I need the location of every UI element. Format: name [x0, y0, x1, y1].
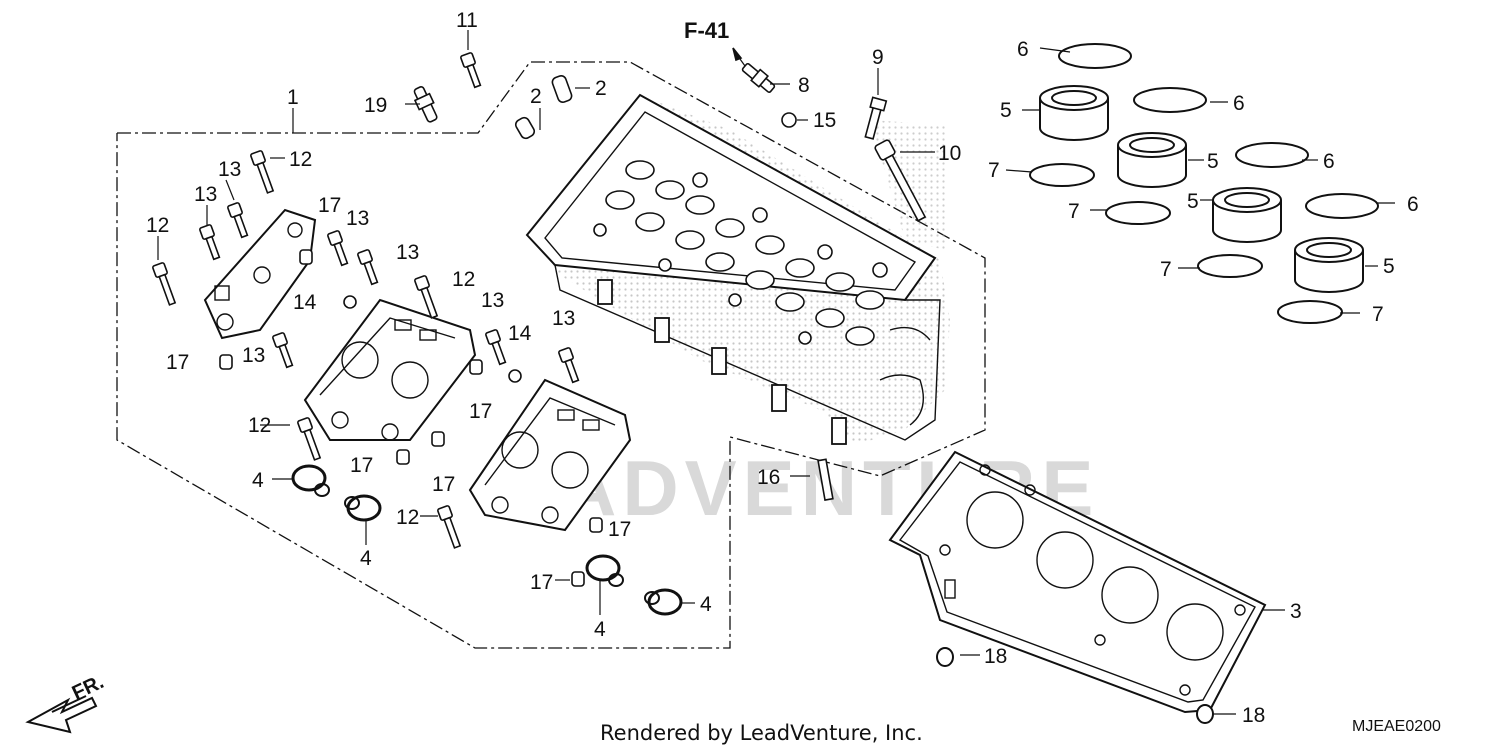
callout-17: 17: [166, 351, 189, 374]
callout-3: 3: [1290, 600, 1302, 623]
callout-7: 7: [1068, 200, 1080, 223]
callout-12: 12: [289, 148, 312, 171]
part-callouts: 1 2 2 3 4 4 4 4 5 5 5 5 6 6 6 6 7 7 7 7 …: [146, 9, 1419, 727]
head-gasket: [888, 450, 1267, 724]
callout-4: 4: [594, 618, 606, 641]
callout-9: 9: [872, 46, 884, 69]
front-direction-arrow-icon: FR.: [25, 671, 107, 734]
callout-18: 18: [1242, 704, 1265, 727]
callout-12: 12: [396, 506, 419, 529]
o-rings: [291, 464, 683, 616]
callout-6: 6: [1407, 193, 1419, 216]
credit-text: Rendered by LeadVenture, Inc.: [600, 721, 923, 745]
insulator-clamps: [1029, 43, 1379, 324]
callout-4: 4: [360, 547, 372, 570]
callout-4: 4: [252, 469, 264, 492]
callout-1: 1: [287, 86, 299, 109]
callout-5: 5: [1207, 150, 1219, 173]
reference-label: F-41: [684, 18, 729, 43]
callout-10: 10: [938, 142, 961, 165]
callout-13: 13: [481, 289, 504, 312]
camshaft-holder-small: [203, 208, 317, 340]
callout-12: 12: [248, 414, 271, 437]
callout-17: 17: [469, 400, 492, 423]
callout-7: 7: [988, 159, 1000, 182]
callout-6: 6: [1323, 150, 1335, 173]
diagram-code: MJEAE0200: [1352, 718, 1441, 735]
callout-17: 17: [530, 571, 553, 594]
callout-5: 5: [1383, 255, 1395, 278]
callout-13: 13: [346, 207, 369, 230]
callout-13: 13: [242, 344, 265, 367]
camshaft-holder-left: [303, 298, 477, 441]
callout-12: 12: [452, 268, 475, 291]
small-fittings: [413, 47, 888, 502]
camshaft-holder-right: [468, 378, 632, 532]
callout-4: 4: [700, 593, 712, 616]
callout-5: 5: [1000, 99, 1012, 122]
callout-2: 2: [595, 77, 607, 100]
callout-15: 15: [813, 109, 836, 132]
callout-6: 6: [1017, 38, 1029, 61]
callout-14: 14: [508, 322, 532, 345]
callout-11: 11: [456, 9, 478, 32]
callout-16: 16: [757, 466, 780, 489]
callout-13: 13: [194, 183, 217, 206]
callout-17: 17: [350, 454, 373, 477]
callout-17: 17: [608, 518, 631, 541]
bolts: [152, 52, 927, 549]
leader-lines: [157, 30, 1395, 715]
callout-8: 8: [798, 74, 810, 97]
callout-18: 18: [984, 645, 1007, 668]
callout-13: 13: [396, 241, 419, 264]
insulators: [1039, 85, 1364, 293]
callout-13: 13: [218, 158, 241, 181]
callout-2: 2: [530, 85, 542, 108]
callout-17: 17: [318, 194, 341, 217]
callout-6: 6: [1233, 92, 1245, 115]
callout-7: 7: [1372, 303, 1384, 326]
callout-7: 7: [1160, 258, 1172, 281]
callout-12: 12: [146, 214, 169, 237]
front-direction-label: FR.: [69, 671, 107, 705]
callout-17: 17: [432, 473, 455, 496]
assembly-boundary: [116, 61, 986, 649]
dowel-pins: [219, 249, 603, 587]
callout-13: 13: [552, 307, 575, 330]
callout-14: 14: [293, 291, 317, 314]
callout-5: 5: [1187, 190, 1199, 213]
callout-19: 19: [364, 94, 387, 117]
